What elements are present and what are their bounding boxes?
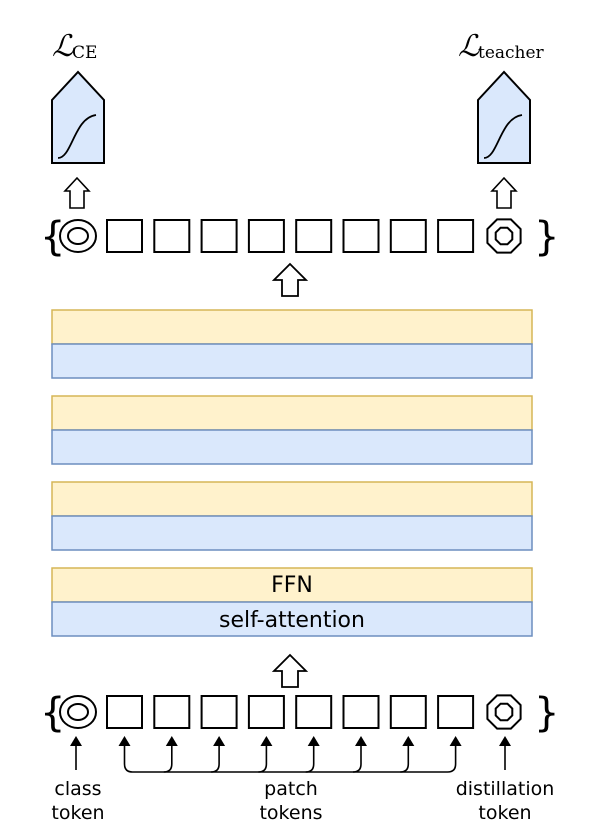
output-patch-token: [437, 219, 475, 253]
input-patch-token: [437, 695, 475, 729]
input-distillation-token: [486, 694, 522, 730]
input-patch-token: [106, 695, 143, 729]
ffn-block: [51, 481, 533, 517]
patch-token-arrowhead: [402, 736, 415, 746]
loss-head-teacher: ℒ teacher: [458, 29, 545, 209]
input-to-stack-arrow: [271, 653, 309, 688]
distillation-token-label-line2: token: [478, 802, 531, 824]
input-patch-token: [200, 695, 238, 729]
patch-token-arrowhead: [213, 736, 226, 746]
patch-token-arrowhead: [449, 736, 462, 746]
patch-tokens-label-line2: tokens: [259, 802, 322, 824]
input-patch-token: [247, 695, 285, 729]
teacher-output-arrow: [477, 70, 531, 164]
patch-tokens-label-line1: patch: [264, 778, 318, 800]
ce-up-arrow: [63, 176, 91, 209]
output-patch-token: [247, 219, 285, 253]
input-patch-token: [342, 695, 380, 729]
ce-sigmoid-icon: [57, 114, 97, 159]
output-patch-token: [295, 219, 333, 253]
patch-token-arrowhead: [260, 736, 273, 746]
class-token-label-line1: class: [54, 778, 101, 800]
output-right-brace: }: [534, 214, 559, 260]
loss-teacher-script: ℒ: [458, 29, 481, 64]
transformer-layer: FFN self-attention: [51, 567, 533, 637]
transformer-layer-stack: FFN self-attention: [51, 309, 533, 637]
output-distillation-token: [486, 218, 522, 254]
teacher-up-arrow: [490, 176, 518, 209]
self-attention-block: [51, 515, 533, 551]
self-attention-block: [51, 601, 533, 637]
transformer-layer: [51, 309, 533, 379]
ce-output-arrow: [51, 70, 105, 164]
transformer-layer: [51, 395, 533, 465]
input-patch-token: [153, 695, 191, 729]
class-token-label-line2: token: [51, 802, 104, 824]
loss-head-ce: ℒ CE: [51, 29, 105, 209]
output-token-row: {}: [40, 214, 559, 260]
transformer-layer: [51, 481, 533, 551]
output-patch-token: [153, 219, 191, 253]
output-patch-token: [106, 219, 143, 253]
loss-teacher-subscript: teacher: [478, 43, 545, 63]
stack-to-output-arrow: [271, 262, 309, 297]
patch-token-arrowhead: [355, 736, 367, 746]
teacher-sigmoid-icon: [483, 114, 523, 159]
patch-token-arrowhead: [165, 736, 178, 746]
input-arrows: [70, 736, 511, 770]
input-class-token: [59, 695, 97, 729]
ffn-block: [51, 395, 533, 431]
self-attention-block: [51, 343, 533, 379]
patch-token-arrowhead: [118, 736, 131, 746]
input-patch-token: [295, 695, 333, 729]
loss-ce-subscript: CE: [72, 43, 97, 63]
output-patch-token: [200, 219, 238, 253]
input-right-brace: }: [534, 690, 559, 736]
input-patch-token: [389, 695, 427, 729]
patch-token-arrowhead: [307, 736, 320, 746]
output-patch-token: [342, 219, 380, 253]
self-attention-label: self-attention: [219, 608, 365, 633]
output-class-token: [59, 219, 97, 253]
self-attention-block: [51, 429, 533, 465]
distillation-token-label-line1: distillation: [456, 778, 555, 800]
output-patch-token: [389, 219, 427, 253]
ffn-block: [51, 309, 533, 345]
patch-token-arrows: [118, 736, 462, 773]
input-token-row: {}: [40, 690, 559, 736]
ffn-label: FFN: [271, 573, 313, 598]
loss-ce-script: ℒ: [52, 29, 75, 64]
